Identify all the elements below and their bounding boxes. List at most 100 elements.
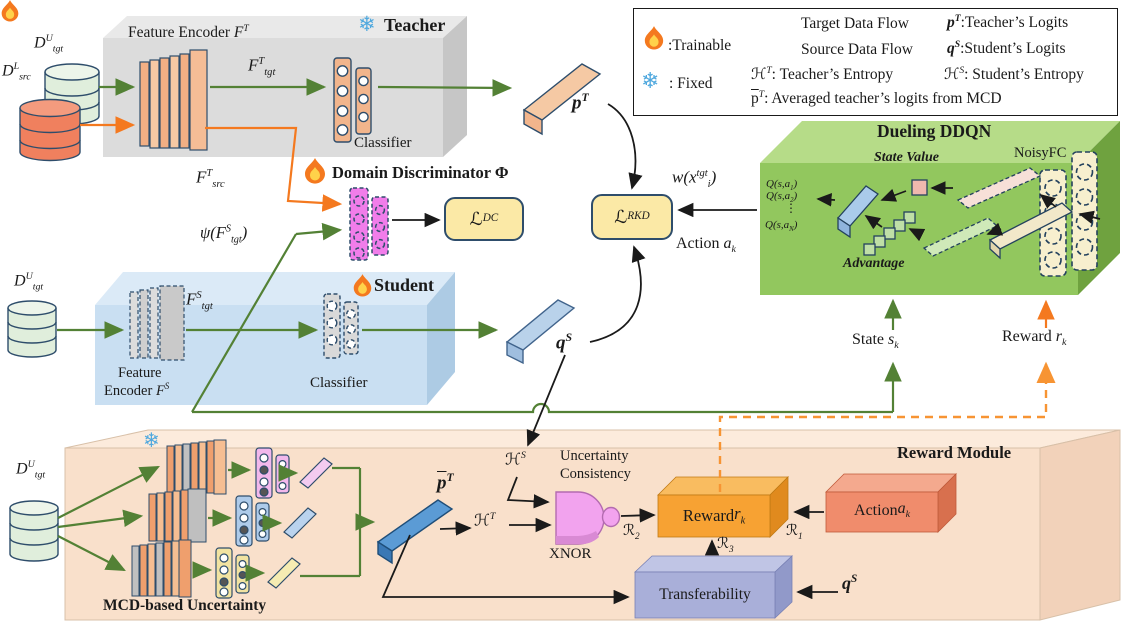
student-encoder-line2: Encoder FS bbox=[104, 381, 170, 399]
mcd-small-bars bbox=[267, 457, 333, 589]
mcd-stack-3 bbox=[131, 539, 192, 598]
teacher-title: Teacher bbox=[384, 15, 446, 35]
student-classifier-label: Classifier bbox=[310, 375, 368, 391]
avg-logits-label: pT bbox=[437, 471, 454, 494]
mcd-target-db bbox=[9, 500, 59, 562]
teacher-encoder-math: FT bbox=[233, 23, 249, 42]
legend-fixed: : Fixed bbox=[669, 75, 713, 92]
reward-module-title: Reward Module bbox=[897, 443, 1012, 462]
student-logits-symbol: qS bbox=[947, 39, 961, 58]
reward-box-text: Reward bbox=[682, 506, 735, 526]
flame-icon bbox=[643, 26, 665, 50]
domain-discriminator bbox=[349, 187, 389, 261]
action-flow-label: Action ak bbox=[676, 235, 736, 256]
psi-label: ψ(FStgt) bbox=[200, 223, 248, 246]
teacher-logits-text: :Teacher’s Logits bbox=[960, 14, 1069, 32]
student-flame-icon bbox=[352, 274, 373, 297]
ddqn-title: Dueling DDQN bbox=[877, 121, 992, 141]
student-encoder-math: FS bbox=[155, 381, 170, 399]
target-db-top bbox=[44, 63, 100, 125]
teacher-db-src-label: DLsrc bbox=[2, 61, 31, 83]
action-flow-text: Action bbox=[676, 235, 724, 252]
discriminator-flame-icon bbox=[303, 158, 327, 184]
state-math: sk bbox=[888, 331, 899, 352]
legend-box bbox=[633, 8, 1118, 116]
teacher-entropy-label: ℋT bbox=[474, 511, 496, 530]
source-db bbox=[19, 98, 81, 162]
legend-source-flow: Source Data Flow bbox=[801, 41, 913, 58]
snowflake-icon: ❄ bbox=[641, 69, 660, 94]
r3-label: ℛ3 bbox=[717, 536, 734, 555]
r2-label: ℛ2 bbox=[623, 523, 640, 542]
reward-box-math: rk bbox=[734, 503, 746, 527]
reward-flow-text: Reward bbox=[1002, 328, 1056, 345]
student-encoder-text: Encoder bbox=[104, 382, 156, 399]
transferability-label: Transferability bbox=[659, 585, 751, 603]
uncertainty-label-2: Consistency bbox=[560, 466, 631, 482]
xnor-gate bbox=[555, 491, 621, 545]
uncertainty-label-1: Uncertainty bbox=[560, 448, 629, 464]
student-entropy-label: ℋS bbox=[505, 450, 526, 469]
action-box-label: Action ak bbox=[826, 490, 938, 532]
legend-student-entropy: ℋS: Student’s Entropy bbox=[944, 65, 1084, 84]
teacher-encoder-text: Feature Encoder bbox=[128, 24, 234, 42]
r1-label: ℛ1 bbox=[786, 523, 803, 542]
mcd-stack-1 bbox=[166, 439, 227, 495]
legend-student-logits: qS:Student’s Logits bbox=[947, 39, 1066, 58]
legend-teacher-entropy: ℋT: Teacher’s Entropy bbox=[751, 65, 894, 84]
state-label: State sk bbox=[852, 331, 899, 352]
teacher-f-tgt: FTtgt bbox=[248, 55, 276, 79]
teacher-classifier bbox=[333, 57, 372, 143]
legend-target-flow: Target Data Flow bbox=[801, 15, 909, 32]
reward-flow-label: Reward rk bbox=[1002, 328, 1067, 349]
state-text: State bbox=[852, 331, 888, 348]
student-encoder-line1: Feature bbox=[118, 365, 162, 381]
ddqn-internal-arrows bbox=[816, 181, 1101, 242]
qs-bottom-label: qS bbox=[842, 573, 858, 593]
student-title: Student bbox=[374, 275, 435, 295]
advantage-label: Advantage bbox=[843, 256, 905, 271]
student-f-tgt: FStgt bbox=[186, 289, 213, 313]
mcd-snowflake-icon: ❄ bbox=[143, 428, 160, 452]
reward-flow-math: rk bbox=[1055, 328, 1067, 349]
noisyfc-label: NoisyFC bbox=[1014, 145, 1067, 161]
q-value-n: Q(s,aN) bbox=[765, 219, 798, 234]
teacher-logits-label: pT bbox=[572, 91, 589, 114]
mcd-classifier-pink bbox=[255, 447, 290, 499]
student-logits-text: :Student’s Logits bbox=[960, 40, 1066, 58]
action-flow-math: ak bbox=[723, 235, 736, 256]
legend-teacher-logits: pT:Teacher’s Logits bbox=[947, 13, 1069, 32]
student-feature-encoder bbox=[129, 285, 185, 361]
f-src-label: FTsrc bbox=[196, 167, 225, 191]
teacher-logits-symbol: pT bbox=[947, 13, 961, 32]
reward-box-label: Reward rk bbox=[658, 495, 770, 537]
action-box-math: ak bbox=[897, 500, 910, 521]
xnor-label: XNOR bbox=[549, 546, 592, 562]
q-value-dots: ⋮ bbox=[785, 201, 797, 215]
noisyfc-columns bbox=[1039, 151, 1098, 277]
teacher-snowflake-icon: ❄ bbox=[358, 12, 376, 36]
legend-trainable: :Trainable bbox=[668, 37, 732, 54]
ddqn-flame-icon bbox=[0, 0, 20, 22]
legend-avg-logits: pT: Averaged teacher’s logits from MCD bbox=[751, 89, 1002, 108]
mcd-classifier-yellow bbox=[215, 547, 250, 599]
teacher-db-tgt-label: DUtgt bbox=[34, 33, 64, 55]
student-db-label: DUtgt bbox=[14, 271, 44, 293]
state-value-label: State Value bbox=[874, 150, 939, 165]
student-target-db bbox=[7, 300, 57, 358]
mcd-db-label: DUtgt bbox=[16, 459, 46, 481]
ddqn-bars bbox=[837, 167, 1074, 260]
discriminator-title: Domain Discriminator Φ bbox=[332, 163, 509, 182]
mcd-stack-2 bbox=[148, 488, 207, 543]
reward-flow-dashed bbox=[718, 361, 1056, 492]
mcd-uncertainty-label: MCD-based Uncertainty bbox=[103, 597, 267, 614]
student-classifier bbox=[323, 293, 359, 359]
avg-teacher-logits-bar bbox=[376, 499, 454, 565]
action-box-text: Action bbox=[854, 501, 898, 519]
student-logits-label: qS bbox=[556, 331, 573, 354]
teacher-encoder-label: Feature Encoder FT bbox=[128, 23, 249, 42]
teacher-feature-encoder bbox=[139, 49, 208, 151]
